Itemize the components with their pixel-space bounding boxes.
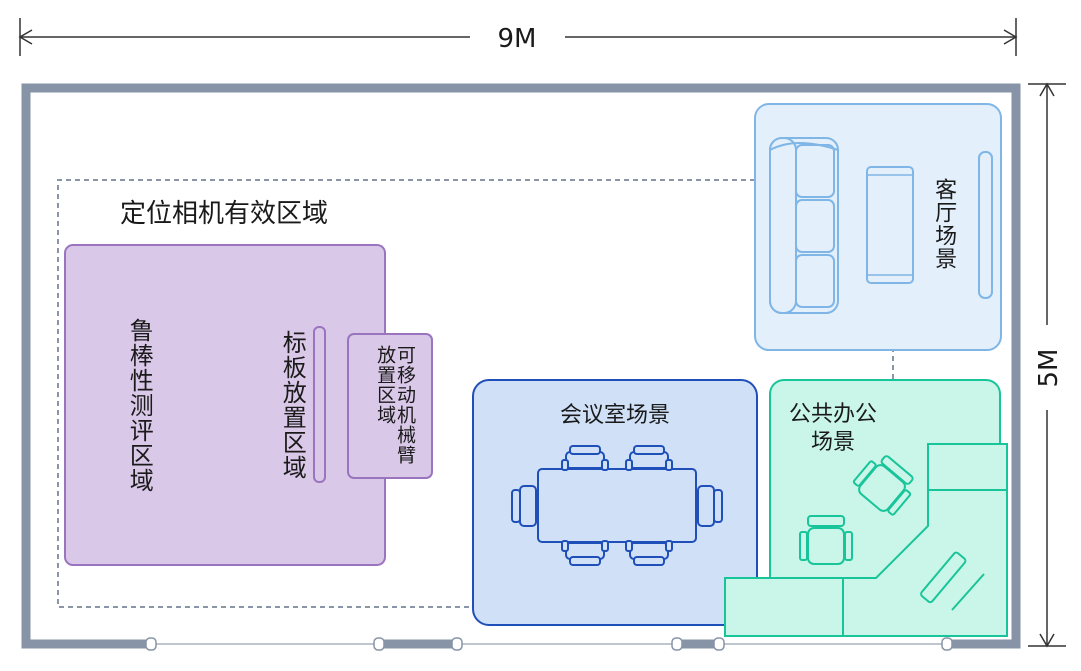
chair-bottom-right: [625, 540, 673, 566]
width-label: 9M: [498, 24, 537, 54]
calibration-zone-label: 标板放置区域: [278, 330, 307, 480]
office-scene: [724, 379, 1008, 637]
monitor: [920, 551, 967, 604]
robustness-zone: [64, 244, 386, 566]
robustness-zone-label: 鲁棒性测评区域: [125, 318, 154, 493]
office-label-line2: 场景: [811, 430, 855, 455]
arm-zone-label: 可移动机械臂放置区域: [364, 345, 416, 465]
meeting-room-label: 会议室场景: [560, 403, 670, 428]
sofa: [769, 137, 839, 314]
living-room-scene: [754, 103, 1002, 351]
office-chair-rotated: [852, 455, 914, 516]
chair-left: [511, 485, 537, 527]
camera-zone-label: 定位相机有效区域: [120, 199, 328, 229]
living-room-label: 客厅场景: [931, 178, 957, 270]
calibration-board: [313, 326, 326, 483]
tv-cabinet: [978, 151, 993, 299]
chair-top-left: [561, 445, 609, 471]
height-label: 5M: [1034, 349, 1064, 388]
height-dimension: [1028, 82, 1066, 648]
chair-top-right: [625, 445, 673, 471]
coffee-table: [866, 166, 914, 284]
camera-zone-boundary: [57, 179, 755, 608]
meeting-table: [537, 468, 697, 543]
office-chair: [799, 515, 853, 565]
meeting-room-scene: [472, 379, 758, 626]
chair-bottom-left: [561, 540, 609, 566]
width-dimension: [18, 18, 1018, 56]
arm-zone: [347, 333, 433, 479]
arm-zone-label-text: 可移动机械臂放置区域: [374, 345, 416, 465]
chair-right: [697, 485, 723, 527]
office-label-line1: 公共办公: [789, 402, 877, 427]
bottom-wall-openings: [145, 637, 953, 651]
